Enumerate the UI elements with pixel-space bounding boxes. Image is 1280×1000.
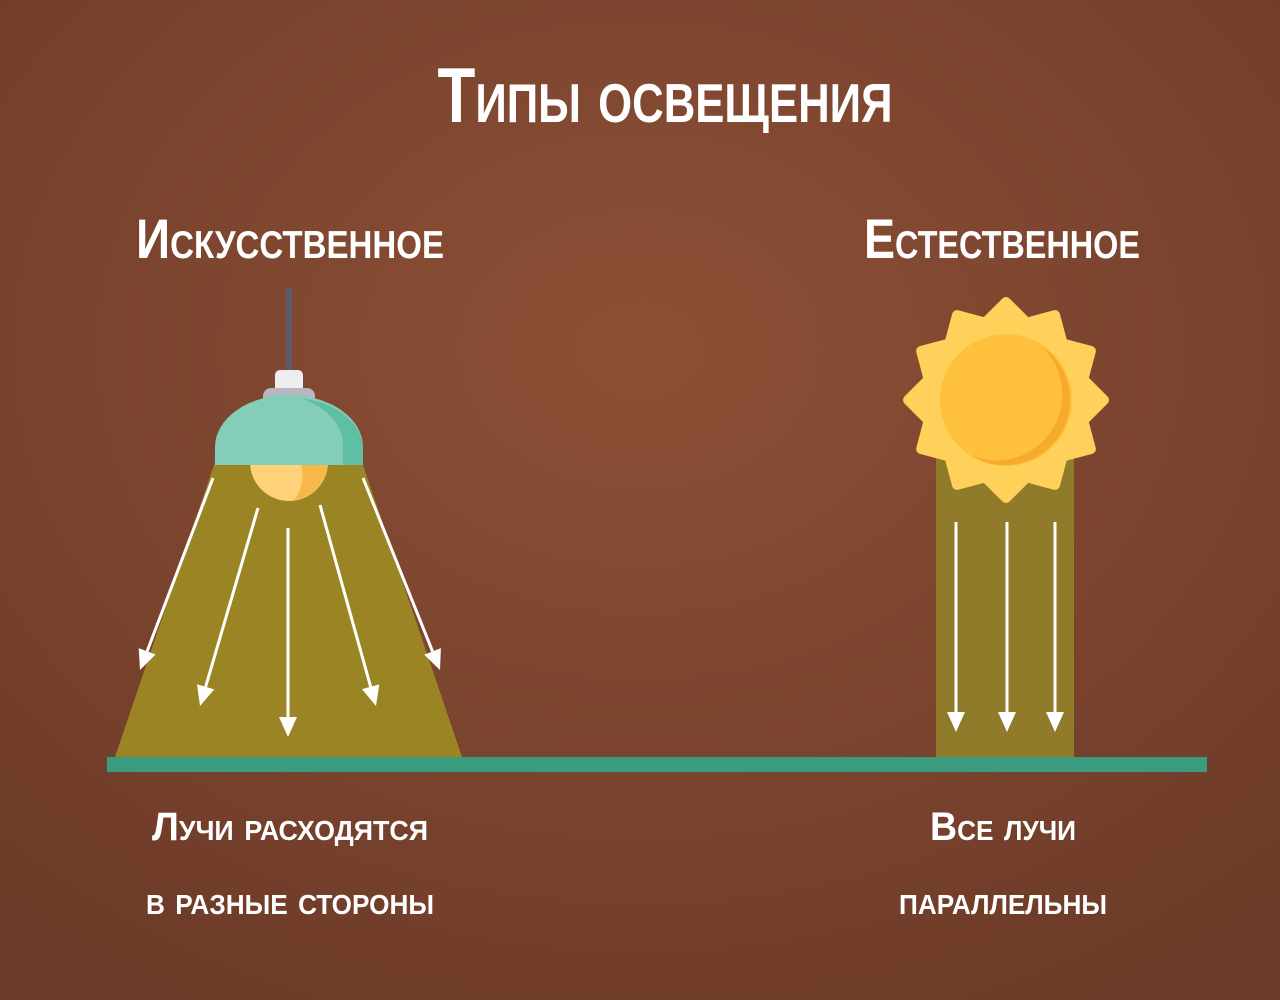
sun-light-beam [936,455,1074,757]
light-ray-line [361,477,434,652]
arrowhead-icon [947,712,965,732]
natural-caption-line1: Все лучи [930,805,1076,849]
light-ray-line [318,504,373,688]
natural-heading: Естественное [864,207,1140,270]
arrowhead-icon [998,712,1016,732]
arrowhead-icon [279,717,297,737]
light-ray-line [145,477,215,652]
arrowhead-icon [361,684,380,706]
arrowhead-icon [1046,712,1064,732]
artificial-caption-line1: Лучи расходятся [152,805,428,849]
light-ray-line [204,507,260,688]
ground-line [107,757,1207,772]
title: Типы освещения [438,51,893,139]
arrowhead-icon [196,684,215,706]
arrowhead-icon [424,648,441,670]
sun-icon [903,297,1109,503]
light-rays [138,477,1064,737]
arrowhead-icon [138,648,156,670]
artificial-caption-line2: в разные стороны [146,879,434,923]
artificial-heading: Искусственное [136,207,444,270]
lamp-icon [215,288,363,501]
natural-caption-line2: параллельны [899,879,1107,923]
